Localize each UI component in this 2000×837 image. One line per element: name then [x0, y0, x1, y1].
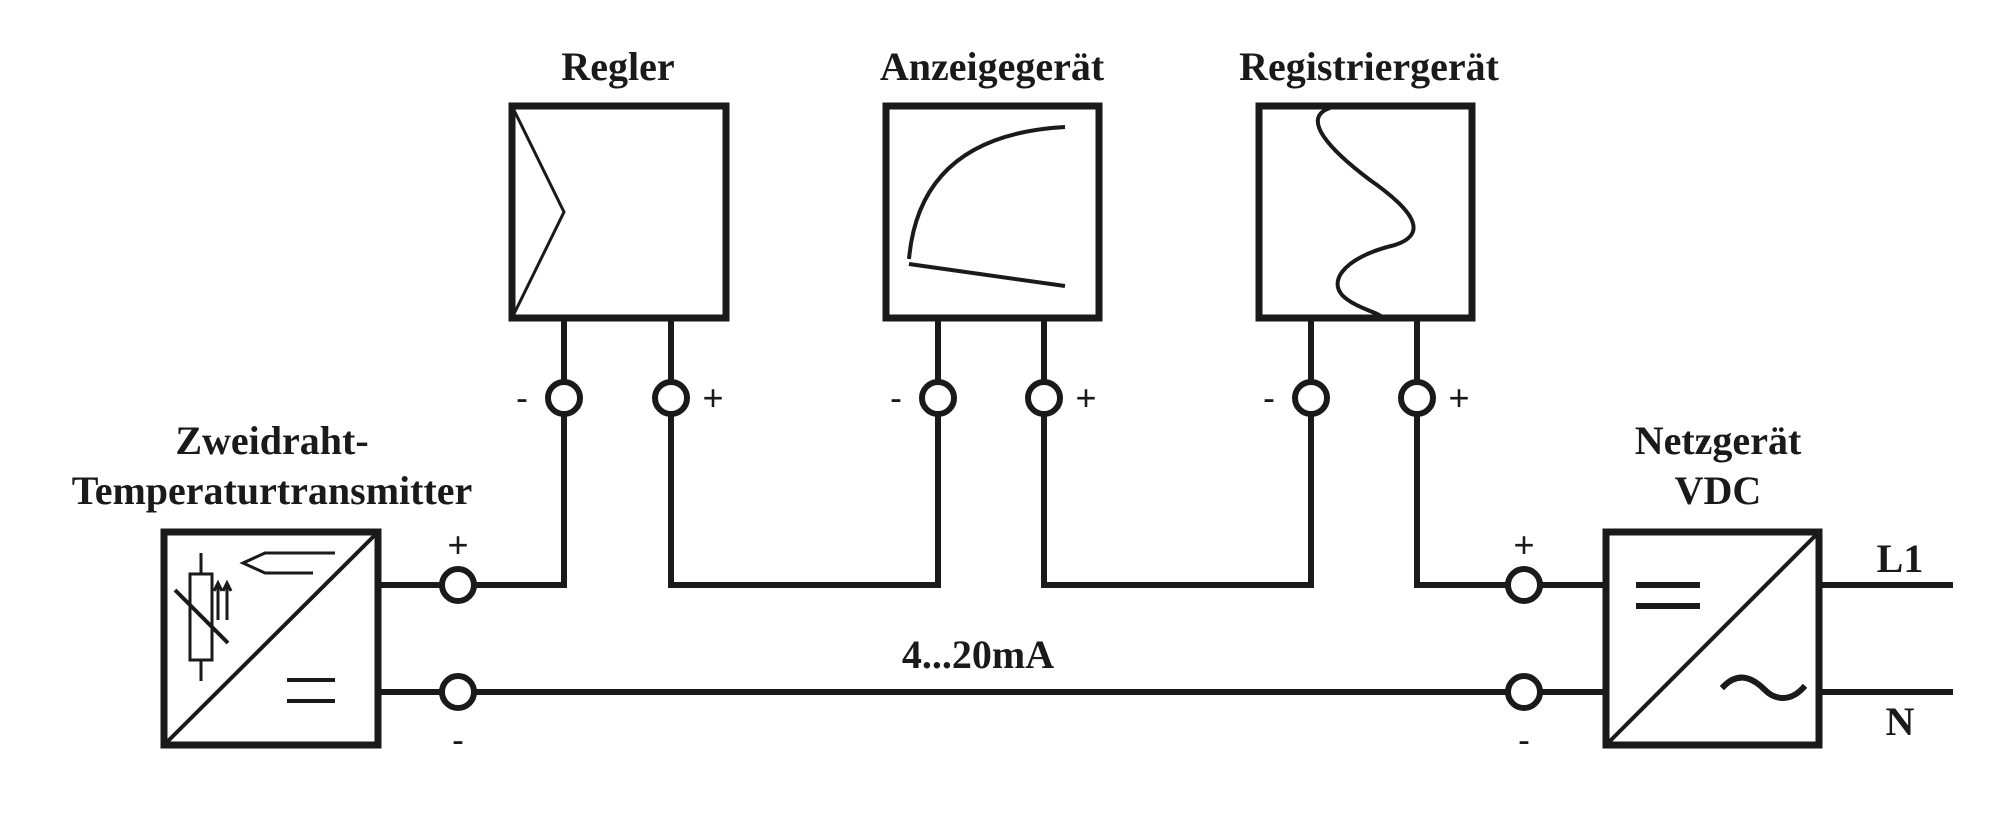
thermistor-icon — [173, 553, 233, 681]
recorder-plus-sign: + — [1448, 377, 1469, 418]
dc-output-icon — [1636, 582, 1700, 609]
recorder-device: Registriergerät — [1239, 44, 1500, 322]
indicator-minus-sign: - — [890, 377, 902, 418]
transmitter-minus-sign: - — [452, 719, 464, 760]
controller-plus-sign: + — [702, 377, 723, 418]
ac-input-icon — [1719, 674, 1808, 701]
wire-indicator-plus-to-recorder-minus — [1041, 315, 1314, 588]
recorder-minus-terminal — [1292, 379, 1330, 417]
recorder-label: Registriergerät — [1239, 44, 1500, 89]
controller-plus-terminal — [652, 379, 690, 417]
power-supply-label-line2: VDC — [1675, 468, 1762, 513]
controller-minus-sign: - — [516, 377, 528, 418]
device-terminals: - + - + - + — [516, 377, 1470, 418]
recorder-trace-icon — [1315, 106, 1416, 320]
power-supply-device: Netzgerät VDC + - L1 N — [1505, 418, 1924, 760]
transmitter-divider — [162, 530, 380, 747]
indicator-plus-terminal — [1025, 379, 1063, 417]
power-supply-plus-terminal — [1505, 566, 1543, 604]
dc-symbol-icon — [287, 678, 335, 703]
wire-transmitter-plus-to-controller-minus — [376, 315, 567, 588]
power-supply-label-line1: Netzgerät — [1635, 418, 1802, 463]
transmitter-label-line1: Zweidraht- — [175, 418, 368, 463]
transmitter-minus-terminal — [439, 673, 477, 711]
sensor-probe-icon — [239, 551, 335, 575]
controller-minus-terminal — [545, 379, 583, 417]
power-supply-plus-sign: + — [1513, 524, 1534, 565]
transmitter-plus-sign: + — [447, 524, 468, 565]
mains-line-label: L1 — [1877, 536, 1924, 581]
mains-neutral-label: N — [1886, 699, 1915, 744]
transmitter-plus-terminal — [439, 566, 477, 604]
indicator-plus-sign: + — [1075, 377, 1096, 418]
indicator-minus-terminal — [919, 379, 957, 417]
recorder-minus-sign: - — [1263, 377, 1275, 418]
meter-icon — [907, 125, 1066, 288]
power-supply-minus-terminal — [1505, 673, 1543, 711]
controller-device: Regler — [508, 44, 730, 322]
indicator-device: Anzeigegerät — [880, 44, 1105, 322]
recorder-plus-terminal — [1398, 379, 1436, 417]
transmitter-device: Zweidraht- Temperaturtransmitter + - — [72, 418, 477, 760]
power-supply-divider — [1604, 530, 1821, 747]
wire-controller-plus-to-indicator-minus — [668, 315, 941, 588]
recorder-box — [1255, 102, 1476, 322]
transmitter-label-line2: Temperaturtransmitter — [72, 468, 473, 513]
controller-box — [508, 102, 730, 322]
wire-recorder-plus-to-supply-plus — [1414, 315, 1608, 588]
power-supply-minus-sign: - — [1518, 719, 1530, 760]
controller-symbol-icon — [510, 105, 566, 319]
current-range-label: 4...20mA — [902, 632, 1054, 677]
controller-label: Regler — [561, 44, 674, 89]
indicator-label: Anzeigegerät — [880, 44, 1105, 89]
